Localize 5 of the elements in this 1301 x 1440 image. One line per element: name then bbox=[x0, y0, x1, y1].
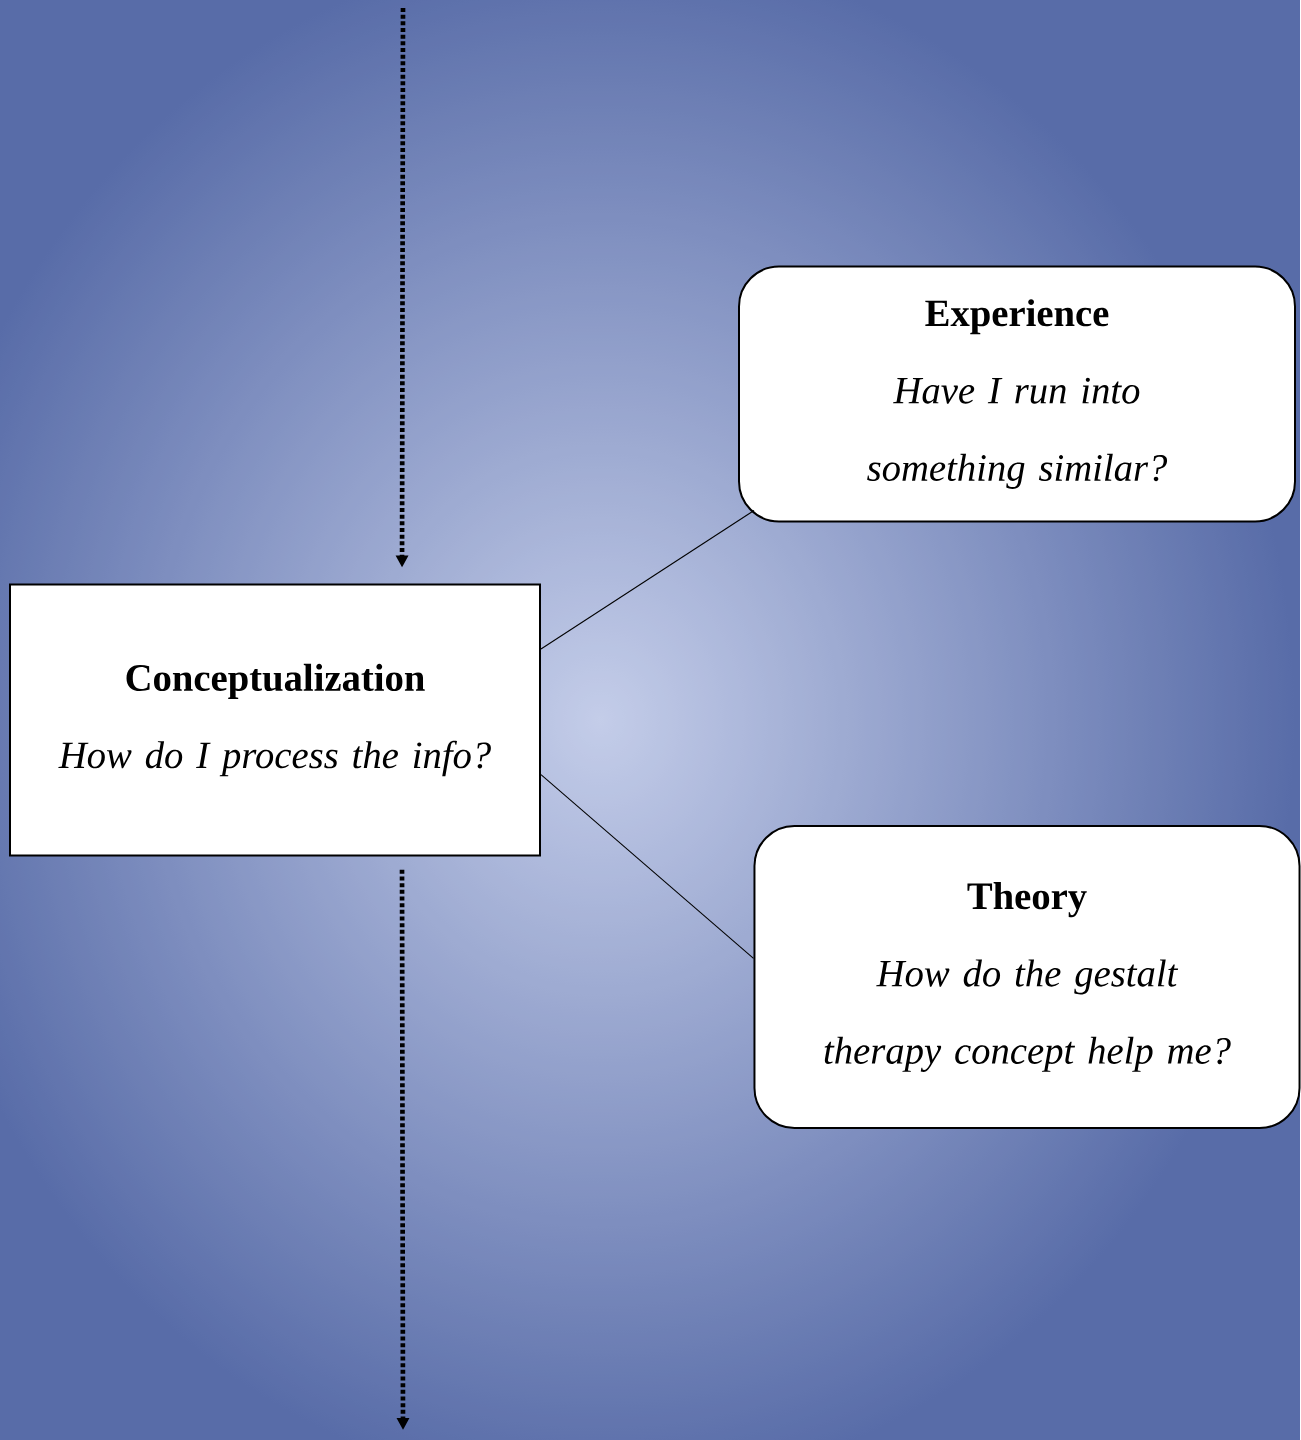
connector-line bbox=[540, 774, 754, 959]
process-box: Conceptualization How do I process the info? bbox=[9, 583, 541, 857]
rounded-box: Experience Have I run into something similar? bbox=[738, 265, 1296, 523]
rounded-box: Theory How do the gestalt therapy concept help me? bbox=[753, 825, 1301, 1129]
connector-line bbox=[540, 509, 755, 650]
